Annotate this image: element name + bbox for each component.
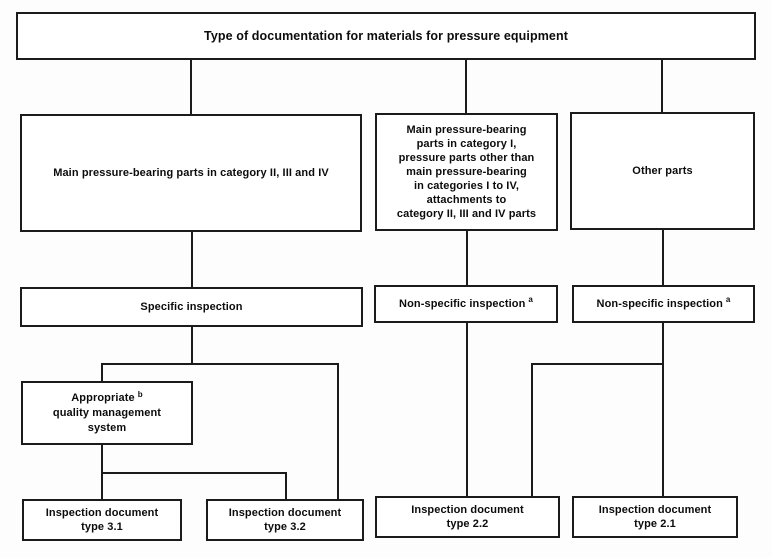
node-specific-inspection: Specific inspection <box>20 287 363 327</box>
connector-specific-branch-horizontal <box>101 363 339 365</box>
connector-branch-to-doc32 <box>337 363 339 499</box>
node-main-parts-cat-2-3-4: Main pressure-bearing parts in category … <box>20 114 362 232</box>
node-doc-type-2-2-label: Inspection document type 2.2 <box>411 504 524 530</box>
node-other-parts: Other parts <box>570 112 755 230</box>
connector-cat234-to-specific <box>191 232 193 287</box>
connector-title-to-other <box>661 60 663 112</box>
connector-qms-branch-to-doc32 <box>285 472 287 499</box>
node-main-parts-cat-2-3-4-label: Main pressure-bearing parts in category … <box>53 167 329 179</box>
connector-branch-to-qms <box>101 363 103 381</box>
connector-nonspecific-mid-to-doc22 <box>466 323 468 496</box>
node-doc-type-2-1-label: Inspection document type 2.1 <box>598 504 712 530</box>
node-non-specific-inspection-mid-label: Non-specific inspection <box>399 298 526 310</box>
node-doc-type-3-2: Inspection document type 3.2 <box>206 499 364 541</box>
footnote-marker-a: a <box>725 295 731 304</box>
connector-specific-down <box>191 327 193 365</box>
node-doc-type-3-1: Inspection document type 3.1 <box>22 499 182 541</box>
node-doc-type-3-2-label: Inspection document type 3.2 <box>228 507 342 533</box>
connector-nonspecific-right-to-doc21 <box>662 323 664 496</box>
connector-other-to-nonspecific-right <box>662 230 664 285</box>
node-main-parts-cat-1-label: Main pressure-bearing parts in category … <box>396 124 537 220</box>
footnote-marker-b: b <box>137 389 143 399</box>
connector-nonspecific-right-branch-horizontal <box>531 363 664 365</box>
connector-nonspecific-right-branch-to-doc22 <box>531 363 533 496</box>
node-main-parts-cat-1: Main pressure-bearing parts in category … <box>375 113 558 231</box>
node-non-specific-inspection-right-label: Non-specific inspection <box>596 298 723 310</box>
node-specific-inspection-label: Specific inspection <box>140 301 243 313</box>
node-doc-type-3-1-label: Inspection document type 3.1 <box>45 507 159 533</box>
connector-qms-branch-horizontal <box>101 472 287 474</box>
node-doc-type-2-2: Inspection document type 2.2 <box>375 496 560 538</box>
connector-title-to-cat1 <box>465 60 467 113</box>
node-documentation-type: Type of documentation for materials for … <box>16 12 756 60</box>
node-other-parts-label: Other parts <box>632 165 693 177</box>
node-doc-type-2-1: Inspection document type 2.1 <box>572 496 738 538</box>
connector-title-to-cat234 <box>190 60 192 114</box>
footnote-marker-a: a <box>528 295 533 304</box>
connector-cat1-to-nonspecific-mid <box>466 231 468 285</box>
node-documentation-type-label: Type of documentation for materials for … <box>204 29 568 43</box>
